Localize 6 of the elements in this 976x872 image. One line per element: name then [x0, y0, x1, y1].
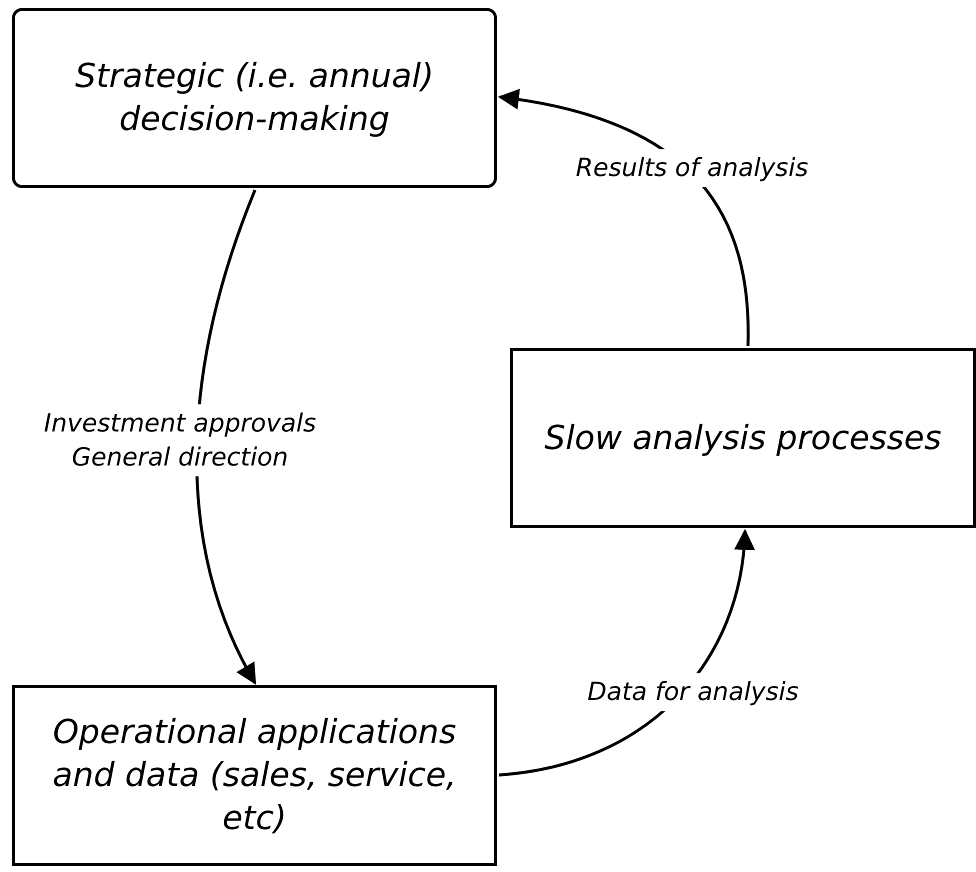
- node-text: Operational applications and data (sales, service, etc): [51, 711, 458, 839]
- process-box: [510, 348, 976, 528]
- node-text: Strategic (i.e. annual) decision-making: [74, 55, 435, 140]
- node-text: Slow analysis processes: [544, 416, 942, 459]
- process-box: [12, 685, 497, 866]
- process-box: [12, 8, 497, 188]
